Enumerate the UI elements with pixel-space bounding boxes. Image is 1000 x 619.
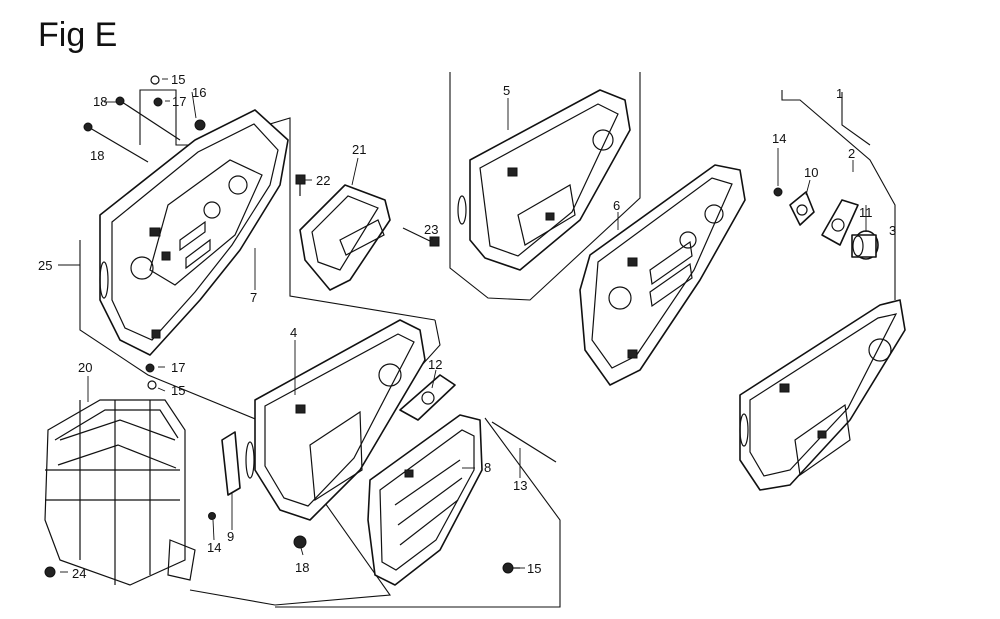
callout-15-top: 15: [171, 72, 185, 87]
callout-25: 25: [38, 258, 52, 273]
callout-10: 10: [804, 165, 818, 180]
callout-1: 1: [836, 86, 843, 101]
plate-9: [221, 431, 241, 496]
bolt-23: [402, 227, 440, 247]
muffler-assembly-left: [99, 109, 289, 356]
callout-8: 8: [484, 460, 491, 475]
wire-guard-20: [44, 399, 196, 586]
callout-12: 12: [428, 357, 442, 372]
callout-9: 9: [227, 529, 234, 544]
guard-bracket-21: [299, 184, 391, 291]
callout-18-a: 18: [93, 94, 107, 109]
callout-6: 6: [613, 198, 620, 213]
callout-17-mid: 17: [171, 360, 185, 375]
callout-15-mid: 15: [171, 383, 185, 398]
callout-3: 3: [889, 223, 896, 238]
figure-title: Fig E: [38, 16, 117, 54]
callout-23: 23: [424, 222, 438, 237]
leader-lines: [58, 78, 896, 573]
callout-18-b: 18: [90, 148, 104, 163]
callout-14-lower: 14: [207, 540, 221, 555]
callout-5: 5: [503, 83, 510, 98]
small-hardware-top: [145, 75, 206, 390]
callout-22: 22: [316, 173, 330, 188]
muffler-assembly-6: [579, 164, 746, 386]
callout-13: 13: [513, 478, 527, 493]
callout-7: 7: [250, 290, 257, 305]
callout-4: 4: [290, 325, 297, 340]
muffler-4: [245, 319, 426, 521]
long-bolt-18: [83, 96, 181, 163]
callout-14-upper: 14: [772, 131, 786, 146]
callout-15-lower: 15: [527, 561, 541, 576]
callout-24: 24: [72, 566, 86, 581]
bolt-22: [295, 174, 306, 196]
callout-2: 2: [848, 146, 855, 161]
heat-shield-8: [367, 414, 483, 586]
callout-20: 20: [78, 360, 92, 375]
gasket-12: [399, 374, 456, 421]
spark-arrester-parts: [773, 187, 879, 260]
bolt-18-lower: [293, 535, 307, 549]
callout-labels: 1 2 3 4 5 6 7 8 9 10 11 12 13 14 14 15 1…: [38, 72, 896, 581]
callout-11: 11: [859, 205, 873, 220]
callout-18-c: 18: [295, 560, 309, 575]
screw-14: [208, 512, 216, 520]
muffler-5: [457, 89, 631, 271]
callout-21: 21: [352, 142, 366, 157]
callout-16: 16: [192, 85, 206, 100]
callout-17-top: 17: [172, 94, 186, 109]
bolt-24: [44, 566, 56, 578]
assembly-brackets: [79, 72, 896, 608]
muffler-3: [739, 299, 906, 491]
rod-13: [491, 421, 557, 463]
